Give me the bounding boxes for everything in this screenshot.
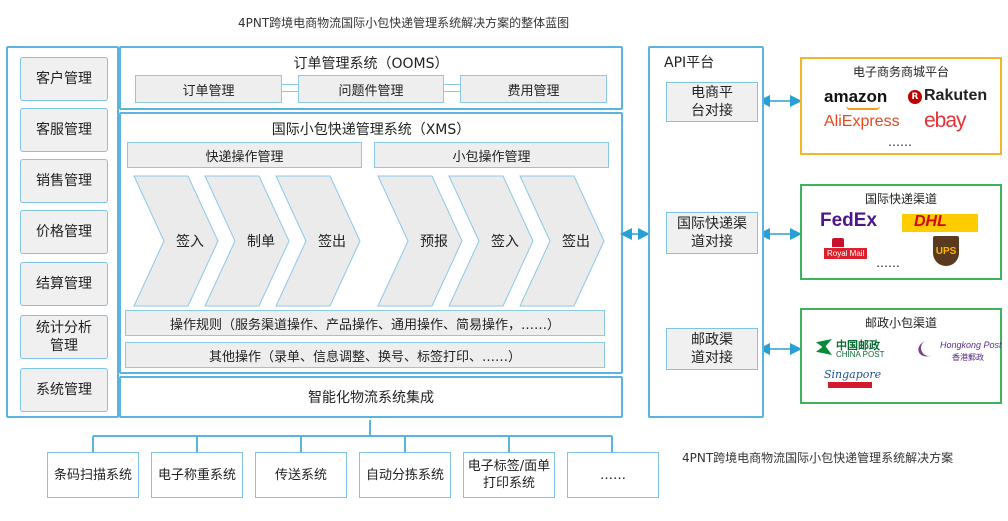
express-operation-header: 快递操作管理 xyxy=(127,142,362,168)
operation-rules: 操作规则（服务渠道操作、产品操作、通用操作、简易操作，……） xyxy=(125,310,605,336)
ooms-connector-1 xyxy=(282,84,300,92)
integration-tree-lines xyxy=(92,420,613,452)
api-postal-integration[interactable]: 邮政渠道对接 xyxy=(666,328,758,370)
royal-mail-logo: Royal Mail xyxy=(824,248,868,259)
parcel-step-2-shape xyxy=(448,175,534,307)
postal-channels-title: 邮政小包渠道 xyxy=(864,316,937,330)
weighing-system[interactable]: 电子称重系统 xyxy=(151,452,243,498)
express-step-2-label: 制单 xyxy=(247,234,275,250)
api-ecommerce-integration[interactable]: 电商平台对接 xyxy=(666,82,758,122)
express-step-2-shape xyxy=(204,175,290,307)
api-title: API平台 xyxy=(664,55,715,71)
express-more: …… xyxy=(876,256,900,270)
footer-caption: 4PNT跨境电商物流国际小包快递管理系统解决方案 xyxy=(682,451,954,465)
conveyor-system[interactable]: 传送系统 xyxy=(255,452,347,498)
hongkong-post-logo-cn: 香港郵政 xyxy=(952,353,984,362)
express-channels-title: 国际快递渠道 xyxy=(864,192,937,206)
menu-service[interactable]: 客服管理 xyxy=(20,108,108,152)
xms-title: 国际小包快递管理系统（XMS） xyxy=(271,122,471,138)
menu-price[interactable]: 价格管理 xyxy=(20,210,108,254)
postal-channels-box: 邮政小包渠道 中国邮政 CHINA POST Hongkong Post 香港郵… xyxy=(800,308,1002,404)
china-post-logo-en: CHINA POST xyxy=(836,350,885,359)
parcel-operation-header: 小包操作管理 xyxy=(374,142,609,168)
ups-logo: UPS xyxy=(935,245,957,257)
ooms-connector-2 xyxy=(444,84,462,92)
ooms-issue-management[interactable]: 问题件管理 xyxy=(298,75,444,103)
ecommerce-more: …… xyxy=(888,135,912,149)
ecommerce-title: 电子商务商城平台 xyxy=(852,65,949,79)
other-operations: 其他操作（录单、信息调整、换号、标签打印、……） xyxy=(125,342,605,368)
express-step-3-label: 签出 xyxy=(318,233,346,250)
amazon-smile-icon xyxy=(846,106,880,110)
fedex-logo: FedEx xyxy=(820,210,878,231)
ooms-title: 订单管理系统（OOMS） xyxy=(293,56,449,72)
menu-sales[interactable]: 销售管理 xyxy=(20,159,108,203)
parcel-step-1-label: 预报 xyxy=(420,234,448,250)
royal-mail-crown-icon xyxy=(832,238,844,247)
label-print-system[interactable]: 电子标签/面单打印系统 xyxy=(463,452,555,498)
parcel-step-3-shape xyxy=(519,175,605,307)
express-step-3-shape xyxy=(275,175,361,307)
more-systems[interactable]: …… xyxy=(567,452,659,498)
parcel-step-1-shape xyxy=(377,175,463,307)
barcode-scan-system[interactable]: 条码扫描系统 xyxy=(47,452,139,498)
diagram-title: 4PNT跨境电商物流国际小包快递管理系统解决方案的整体蓝图 xyxy=(238,16,570,30)
dhl-logo: DHL xyxy=(914,213,947,230)
dhl-logo-background xyxy=(902,214,978,232)
parcel-step-2-label: 签入 xyxy=(491,233,519,250)
menu-statistics[interactable]: 统计分析管理 xyxy=(20,315,108,359)
hongkong-post-logo: Hongkong Post xyxy=(940,340,1002,350)
ooms-order-management[interactable]: 订单管理 xyxy=(135,75,282,103)
ups-shield-icon: UPS xyxy=(933,236,959,266)
ecommerce-platform-box: 电子商务商城平台 amazon R Rakuten AliExpress eba… xyxy=(800,57,1002,155)
integration-bar[interactable]: 智能化物流系统集成 xyxy=(119,376,623,418)
ebay-logo: ebay xyxy=(924,109,967,132)
china-post-icon xyxy=(816,339,832,355)
rakuten-logo: Rakuten xyxy=(924,87,988,104)
amazon-logo: amazon xyxy=(824,87,888,106)
api-express-integration[interactable]: 国际快递渠道对接 xyxy=(666,212,758,254)
menu-system[interactable]: 系统管理 xyxy=(20,368,108,412)
menu-customer[interactable]: 客户管理 xyxy=(20,57,108,101)
singapore-post-logo: Singapore xyxy=(824,368,882,381)
china-post-logo-cn: 中国邮政 xyxy=(836,340,880,352)
hongkong-post-icon xyxy=(915,336,943,360)
express-step-1-shape xyxy=(133,175,219,307)
sorting-system[interactable]: 自动分拣系统 xyxy=(359,452,451,498)
parcel-step-3-label: 签出 xyxy=(562,233,590,250)
express-channels-box: 国际快递渠道 FedEx DHL Royal Mail UPS …… xyxy=(800,184,1002,280)
express-step-1-label: 签入 xyxy=(176,233,204,250)
singapore-post-band xyxy=(828,382,872,388)
menu-settlement[interactable]: 结算管理 xyxy=(20,262,108,306)
rakuten-r-icon: R xyxy=(908,90,922,104)
ooms-fee-management[interactable]: 费用管理 xyxy=(460,75,607,103)
aliexpress-logo: AliExpress xyxy=(824,113,900,130)
